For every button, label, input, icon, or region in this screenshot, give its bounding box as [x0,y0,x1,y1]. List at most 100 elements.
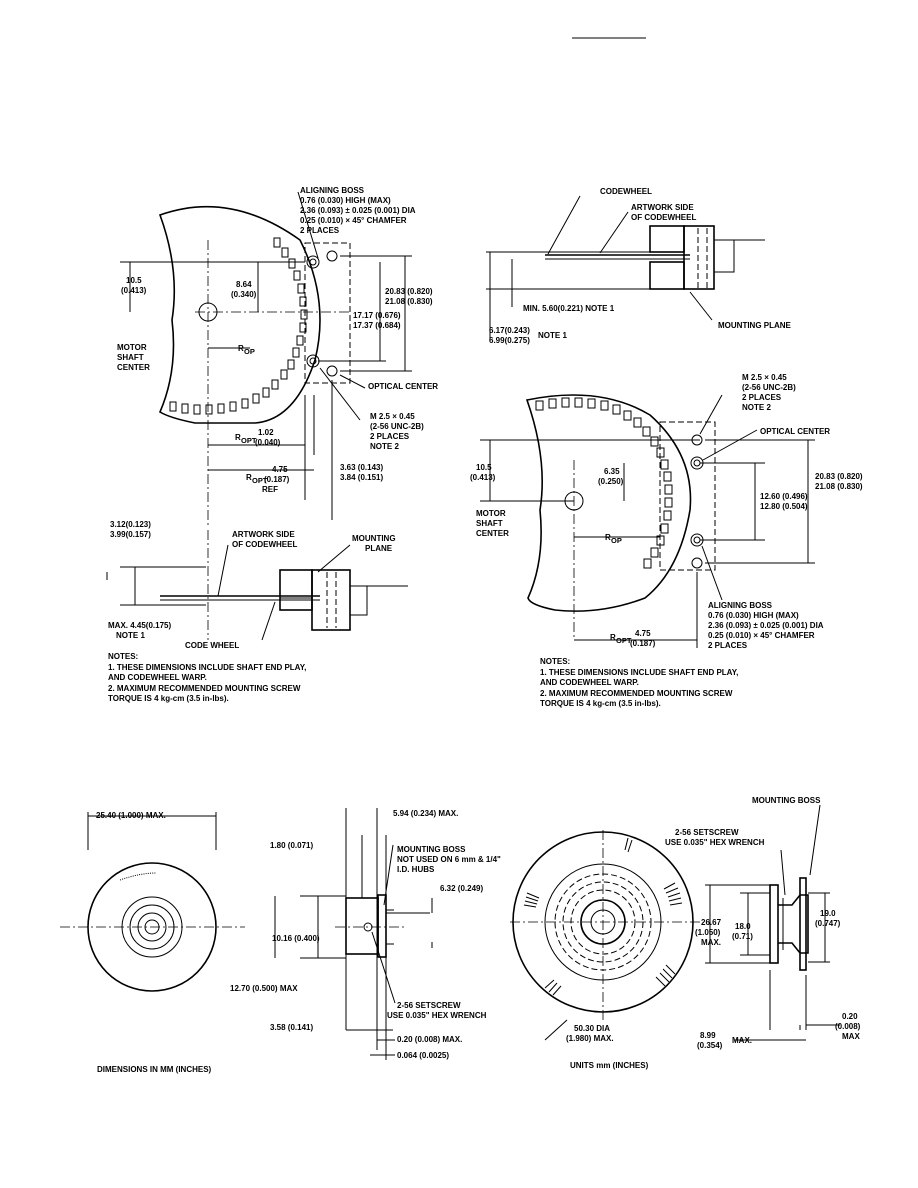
motor-shaft-label: MOTOR [117,343,147,352]
screw-hole-circle [326,250,338,262]
svg-text:R: R [246,473,252,482]
svg-text:0.76 (0.030) HIGH (MAX): 0.76 (0.030) HIGH (MAX) [708,611,799,620]
svg-text:SHAFT: SHAFT [476,519,503,528]
artwork-side-label: ARTWORK SIDE [232,530,295,539]
svg-text:R: R [610,633,616,642]
svg-text:OPT: OPT [252,476,268,485]
svg-text:MAX: MAX [842,1032,860,1041]
svg-text:USE 0.035" HEX WRENCH: USE 0.035" HEX WRENCH [665,838,765,847]
svg-text:3.12(0.123): 3.12(0.123) [110,520,151,529]
encoder-outline [659,421,716,571]
svg-text:12.80 (0.504): 12.80 (0.504) [760,502,808,511]
svg-text:5.94 (0.234) MAX.: 5.94 (0.234) MAX. [393,809,458,818]
svg-text:17.37 (0.684): 17.37 (0.684) [353,321,401,330]
svg-text:10.5: 10.5 [476,463,492,472]
hub-side-body [345,897,379,955]
dim-25-40: 25.40 (1.000) MAX. [96,811,166,820]
svg-text:AND CODEWHEEL WARP.: AND CODEWHEEL WARP. [108,673,207,682]
svg-text:CENTER: CENTER [117,363,150,372]
aligning-boss-label: ALIGNING BOSS [300,186,365,195]
svg-text:3.99(0.157): 3.99(0.157) [110,530,151,539]
svg-text:OPT: OPT [616,636,632,645]
svg-text:CENTER: CENTER [476,529,509,538]
svg-text:I.D. HUBS: I.D. HUBS [397,865,435,874]
svg-text:17.17 (0.676): 17.17 (0.676) [353,311,401,320]
svg-text:REF: REF [262,485,278,494]
svg-text:OPT: OPT [241,436,257,445]
svg-text:12.60 (0.496): 12.60 (0.496) [760,492,808,501]
svg-text:AND CODEWHEEL WARP.: AND CODEWHEEL WARP. [540,678,639,687]
hub-flange-left [769,884,779,964]
setscrew-label: 2-56 SETSCREW [397,1001,461,1010]
svg-text:(0.413): (0.413) [470,473,496,482]
svg-text:NOT USED ON 6 mm & 1/4": NOT USED ON 6 mm & 1/4" [397,855,501,864]
aligning-boss-label: ALIGNING BOSS [708,601,773,610]
mounting-plane-label: MOUNTING PLANE [718,321,792,330]
svg-text:21.08 (0.830): 21.08 (0.830) [385,297,433,306]
code-track-marks [119,872,157,881]
svg-text:(2-56 UNC-2B): (2-56 UNC-2B) [742,383,796,392]
svg-text:TORQUE IS 4 kg-cm (3.5 in-lbs): TORQUE IS 4 kg-cm (3.5 in-lbs). [540,699,661,708]
svg-text:2 PLACES: 2 PLACES [708,641,748,650]
motor-shaft-label: MOTOR [476,509,506,518]
svg-text:(1.980) MAX.: (1.980) MAX. [566,1034,614,1043]
svg-text:0.76 (0.030) HIGH (MAX): 0.76 (0.030) HIGH (MAX) [300,196,391,205]
svg-text:M 2.5 × 0.45: M 2.5 × 0.45 [370,412,415,421]
svg-text:(0.340): (0.340) [231,290,257,299]
svg-text:1. THESE DIMENSIONS INCLUDE SH: 1. THESE DIMENSIONS INCLUDE SHAFT END PL… [540,668,738,677]
svg-text:10.16 (0.400): 10.16 (0.400) [272,934,320,943]
svg-text:OF CODEWHEEL: OF CODEWHEEL [631,213,696,222]
svg-text:1.02: 1.02 [258,428,274,437]
bottom-left-hub-views: 25.40 (1.000) MAX. 5.94 (0.234) MAX. 1.8… [60,808,501,1074]
svg-text:(0.040): (0.040) [255,438,281,447]
svg-text:(0.187): (0.187) [264,475,290,484]
svg-text:3.58 (0.141): 3.58 (0.141) [270,1023,313,1032]
svg-text:R: R [238,344,244,353]
svg-text:(2-56 UNC-2B): (2-56 UNC-2B) [370,422,424,431]
mounting-boss-label: MOUNTING BOSS [752,796,821,805]
svg-text:(0.413): (0.413) [121,286,147,295]
svg-text:6.99(0.275): 6.99(0.275) [489,336,530,345]
svg-text:0.25 (0.010) × 45° CHAMFER: 0.25 (0.010) × 45° CHAMFER [300,216,407,225]
svg-text:20.83 (0.820): 20.83 (0.820) [815,472,863,481]
svg-text:(0.71): (0.71) [732,932,753,941]
code-slots [169,237,308,415]
svg-text:MAX.: MAX. [732,1036,752,1045]
svg-text:R: R [605,533,611,542]
svg-text:NOTE 1: NOTE 1 [538,331,567,340]
svg-text:TORQUE IS 4 kg-cm (3.5 in-lbs): TORQUE IS 4 kg-cm (3.5 in-lbs). [108,694,229,703]
codewheel-outline [525,394,692,612]
svg-text:(1.050): (1.050) [695,928,721,937]
svg-text:0.20 (0.008) MAX.: 0.20 (0.008) MAX. [397,1035,462,1044]
units-label: UNITS mm (INCHES) [570,1061,649,1070]
codewheel-outline [158,205,321,424]
svg-text:4.75: 4.75 [272,465,288,474]
svg-text:NOTE 2: NOTE 2 [742,403,771,412]
svg-text:3.84 (0.151): 3.84 (0.151) [340,473,383,482]
notes-title: NOTES: [540,657,570,666]
dim-10-5: 10.5 [126,276,142,285]
top-left-front-view: ALIGNING BOSS 0.76 (0.030) HIGH (MAX) 2.… [117,186,438,525]
svg-text:R: R [235,433,241,442]
svg-text:8.64: 8.64 [236,280,252,289]
svg-text:6.17(0.243): 6.17(0.243) [489,326,530,335]
svg-text:M 2.5 × 0.45: M 2.5 × 0.45 [742,373,787,382]
codewheel-label: CODEWHEEL [600,187,652,196]
svg-text:MAX. 4.45(0.175): MAX. 4.45(0.175) [108,621,171,630]
svg-text:(0.008): (0.008) [835,1022,861,1031]
svg-text:NOTE 2: NOTE 2 [370,442,399,451]
svg-text:SHAFT: SHAFT [117,353,144,362]
svg-text:6.32 (0.249): 6.32 (0.249) [440,884,483,893]
svg-text:6.35: 6.35 [604,467,620,476]
top-right-side-view: CODEWHEEL ARTWORK SIDE OF CODEWHEEL MIN.… [486,187,792,345]
svg-text:OP: OP [244,347,255,356]
notes-title: NOTES: [108,652,138,661]
svg-text:4.75: 4.75 [635,629,651,638]
svg-text:26.67: 26.67 [701,918,722,927]
svg-text:1. THESE DIMENSIONS INCLUDE SH: 1. THESE DIMENSIONS INCLUDE SHAFT END PL… [108,663,306,672]
aligning-boss-circle [306,255,320,269]
svg-text:OP: OP [611,536,622,545]
svg-text:MIN. 5.60(0.221) NOTE 1: MIN. 5.60(0.221) NOTE 1 [523,304,615,313]
svg-text:20.83 (0.820): 20.83 (0.820) [385,287,433,296]
